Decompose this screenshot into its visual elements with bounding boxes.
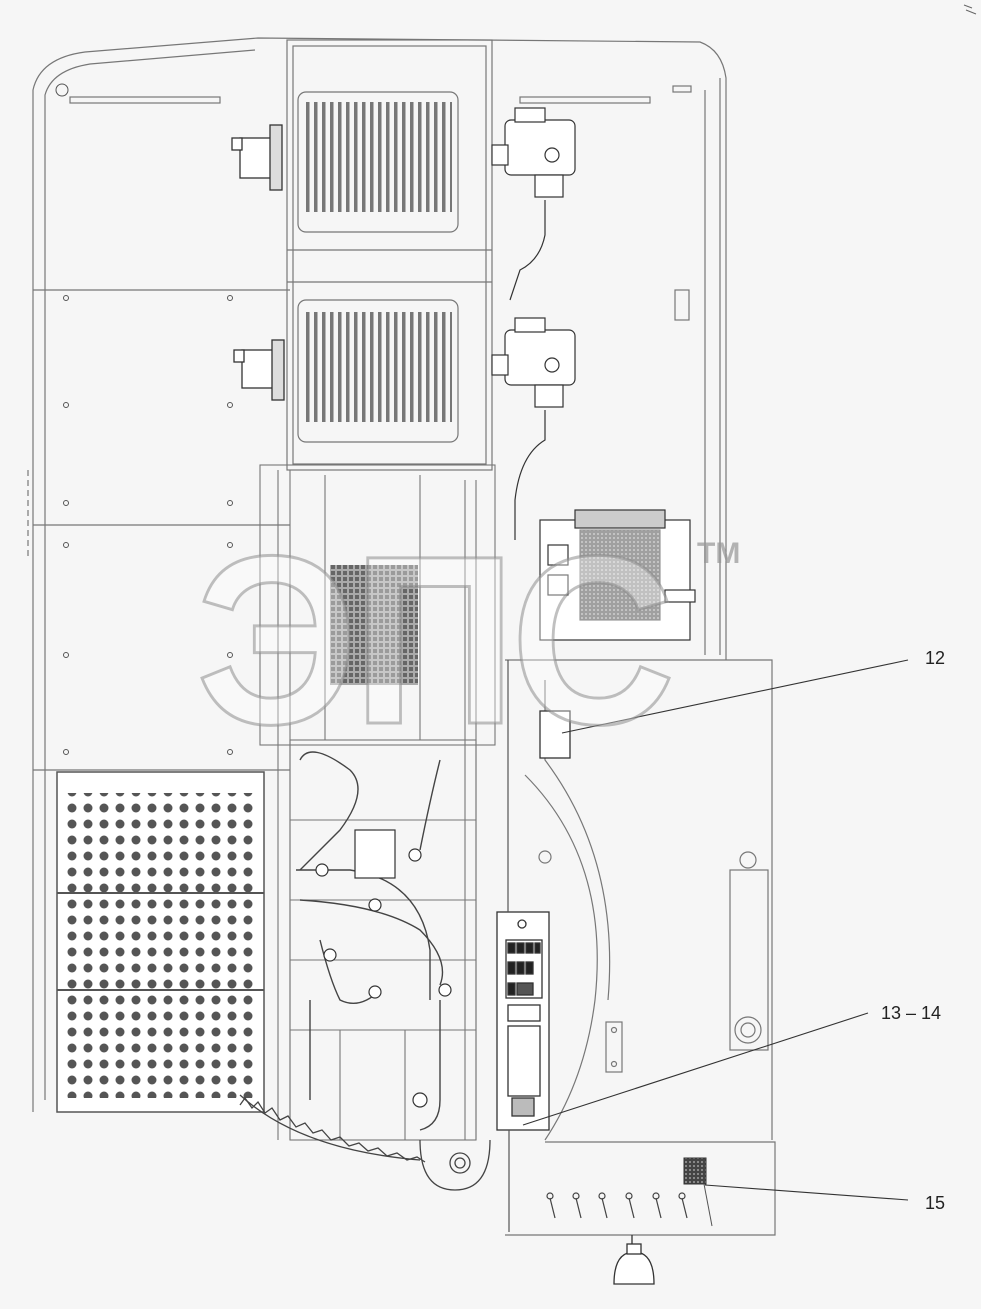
housing-outline: [27, 37, 727, 1112]
fan-motor-lower: [233, 339, 285, 401]
beacon-lamp: [613, 1235, 655, 1285]
ventilation-grille: [56, 771, 265, 1113]
rivets: [55, 83, 233, 755]
connector-block: [683, 1157, 707, 1185]
lamp-row: [546, 1192, 688, 1219]
hydraulic-pump-upper: [491, 107, 576, 301]
watermark-logo: ЭПС: [195, 506, 677, 774]
leader-lines: [522, 659, 909, 1201]
label-plate: [539, 710, 571, 759]
corner-mark: [963, 4, 977, 15]
slewing-gear: [239, 1094, 491, 1191]
radiator-frame: [286, 39, 493, 471]
callout-15: 15: [925, 1193, 946, 1213]
central-frame: [259, 464, 496, 1141]
control-valve-block: [539, 509, 696, 641]
hydraulic-pump-lower: [491, 317, 576, 540]
radiator-fins-lower: [304, 312, 452, 422]
oil-cooler-core: [330, 565, 418, 685]
fittings: [315, 829, 452, 1108]
watermark-trademark: TM: [697, 537, 741, 570]
callout-12: 12: [925, 648, 946, 668]
radiator-fins-upper: [304, 102, 452, 212]
callout-13-14: 13 – 14: [881, 1003, 942, 1023]
connector-wire: [703, 1183, 713, 1227]
counterweight-panel: [505, 659, 776, 1236]
hose-lines: [296, 751, 444, 1131]
fan-motor-upper: [231, 124, 283, 191]
electrical-cabinet: [496, 911, 550, 1131]
